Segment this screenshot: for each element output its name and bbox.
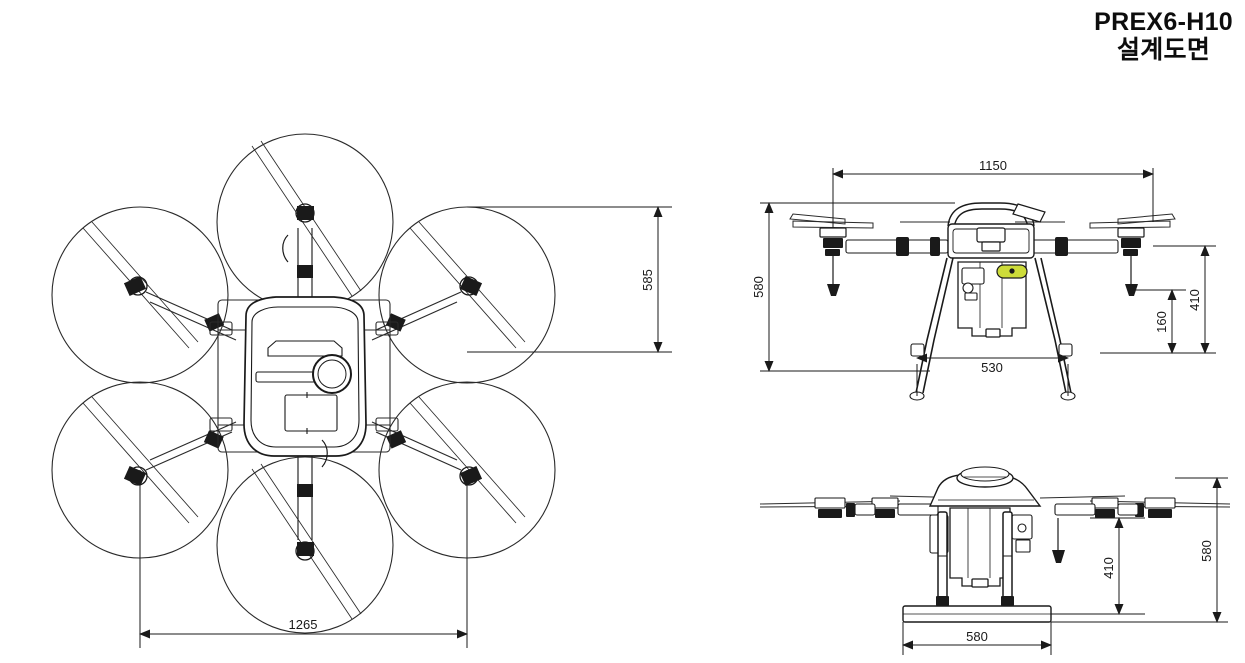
side-view-dimension-lines bbox=[902, 477, 1228, 655]
side-leg-clamps bbox=[936, 596, 1014, 606]
front-rotor-blades bbox=[789, 213, 1176, 229]
rotor-blades bbox=[82, 140, 526, 620]
front-view-bodyheight-dim: 410 bbox=[1187, 289, 1202, 311]
side-body-housing bbox=[928, 474, 1042, 507]
side-base-plate bbox=[902, 605, 1052, 623]
spray-nozzles bbox=[282, 234, 328, 468]
front-antenna-plate bbox=[1012, 203, 1046, 223]
rotor-disc-lower-right bbox=[378, 381, 556, 559]
front-view-clearance-dim: 160 bbox=[1154, 311, 1169, 333]
front-foot-pads bbox=[909, 343, 1076, 401]
rotor-disc-upper-right bbox=[378, 206, 556, 384]
title-block: PREX6-H10 설계도면 bbox=[1094, 8, 1233, 64]
rotor-disc-upper-left bbox=[51, 206, 229, 384]
side-landing-legs bbox=[937, 511, 1013, 609]
side-view-base-dim: 580 bbox=[966, 629, 988, 644]
front-body-housing bbox=[947, 223, 1035, 259]
front-carry-handle bbox=[947, 202, 1035, 229]
front-view-dimension-lines bbox=[760, 168, 1216, 396]
rotor-disc-lower-left bbox=[51, 381, 229, 559]
side-tank bbox=[949, 507, 1011, 588]
top-view-dimension-lines bbox=[139, 206, 672, 648]
front-pump-module bbox=[961, 267, 985, 301]
front-motors bbox=[819, 227, 1145, 256]
front-view-height-dim: 580 bbox=[751, 276, 766, 298]
side-view-height-dim: 580 bbox=[1199, 540, 1214, 562]
page-subtitle: 설계도면 bbox=[1116, 36, 1211, 64]
tank-cap-icon bbox=[312, 354, 352, 394]
top-view-width-dim: 1265 bbox=[289, 617, 318, 632]
front-nozzle-heads bbox=[827, 284, 1138, 296]
front-top-module bbox=[976, 227, 1006, 252]
front-tank bbox=[957, 261, 1027, 338]
rotor-disc-top bbox=[216, 133, 394, 311]
front-nozzle-droppers bbox=[832, 256, 1132, 284]
side-pump-module bbox=[929, 514, 1033, 554]
fuselage-body bbox=[243, 296, 367, 457]
side-rotor-blades bbox=[759, 495, 1231, 508]
front-view-legspan-dim: 530 bbox=[981, 360, 1003, 375]
side-gps-dome bbox=[956, 466, 1014, 488]
side-arm-booms bbox=[854, 503, 1139, 516]
arm-booms bbox=[145, 228, 462, 540]
side-view-bodyheight-dim: 410 bbox=[1101, 557, 1116, 579]
side-motor-clamps bbox=[814, 497, 1176, 518]
front-status-indicator bbox=[996, 264, 1028, 279]
fuselage-details bbox=[250, 306, 360, 448]
frame-rails bbox=[209, 299, 399, 453]
front-view-span-dim: 1150 bbox=[979, 158, 1007, 173]
arm-joint-details bbox=[123, 206, 483, 556]
front-arm-booms bbox=[845, 239, 1119, 254]
page-title: PREX6-H10 bbox=[1094, 8, 1233, 36]
top-view-height-dim: 585 bbox=[640, 269, 655, 291]
rotor-disc-bottom bbox=[216, 456, 394, 634]
front-arm-clamps bbox=[896, 237, 1068, 256]
side-nozzle-head bbox=[1052, 550, 1065, 563]
front-landing-gear bbox=[915, 257, 1072, 394]
motor-hubs bbox=[128, 203, 479, 561]
